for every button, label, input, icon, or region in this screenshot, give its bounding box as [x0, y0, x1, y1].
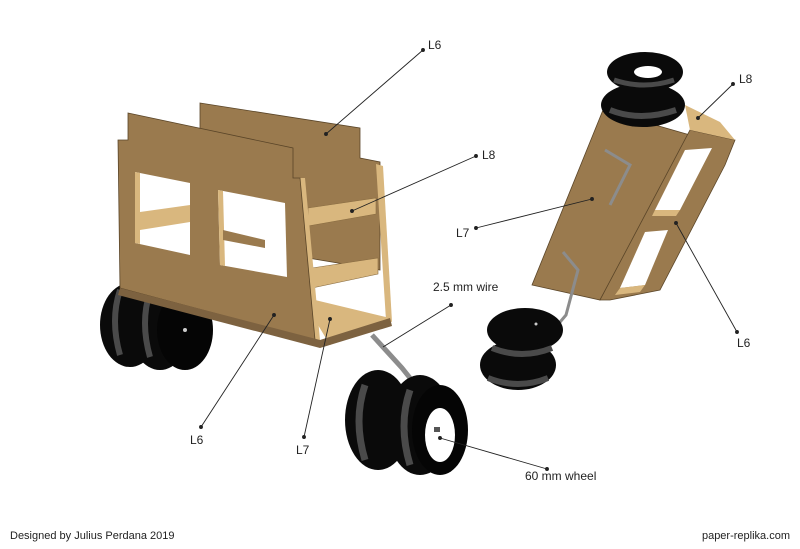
right-wagon — [480, 52, 736, 390]
wheel-hub — [425, 408, 455, 462]
window-lower — [620, 230, 668, 288]
floor — [315, 300, 390, 345]
callout-l7-bottom: L7 — [296, 443, 310, 457]
axle-wire-left — [370, 333, 412, 380]
callout-l8-left: L8 — [482, 148, 496, 162]
left-wagon — [100, 102, 468, 475]
window-upper — [655, 148, 712, 210]
site-link[interactable]: paper-replika.com — [701, 530, 790, 542]
wire-bend-top — [604, 148, 632, 206]
callout-l7-right: L7 — [456, 226, 470, 240]
designer-credit: Designed by Julius Perdana 2019 — [10, 530, 175, 542]
wire-bend-bottom — [553, 251, 580, 329]
front-wheels-left — [345, 370, 468, 475]
callout-wheel: 60 mm wheel — [525, 469, 597, 483]
callout-wire: 2.5 mm wire — [433, 280, 499, 294]
window-right — [218, 190, 287, 277]
bottom-wheels-right — [480, 308, 563, 390]
callout-l6-bottom: L6 — [190, 433, 204, 447]
callout-l6-top: L6 — [428, 38, 442, 52]
callout-l8-right: L8 — [739, 72, 753, 86]
callout-l6-right: L6 — [737, 336, 751, 350]
leader-lines — [199, 48, 739, 471]
top-wheels-right — [601, 52, 685, 127]
